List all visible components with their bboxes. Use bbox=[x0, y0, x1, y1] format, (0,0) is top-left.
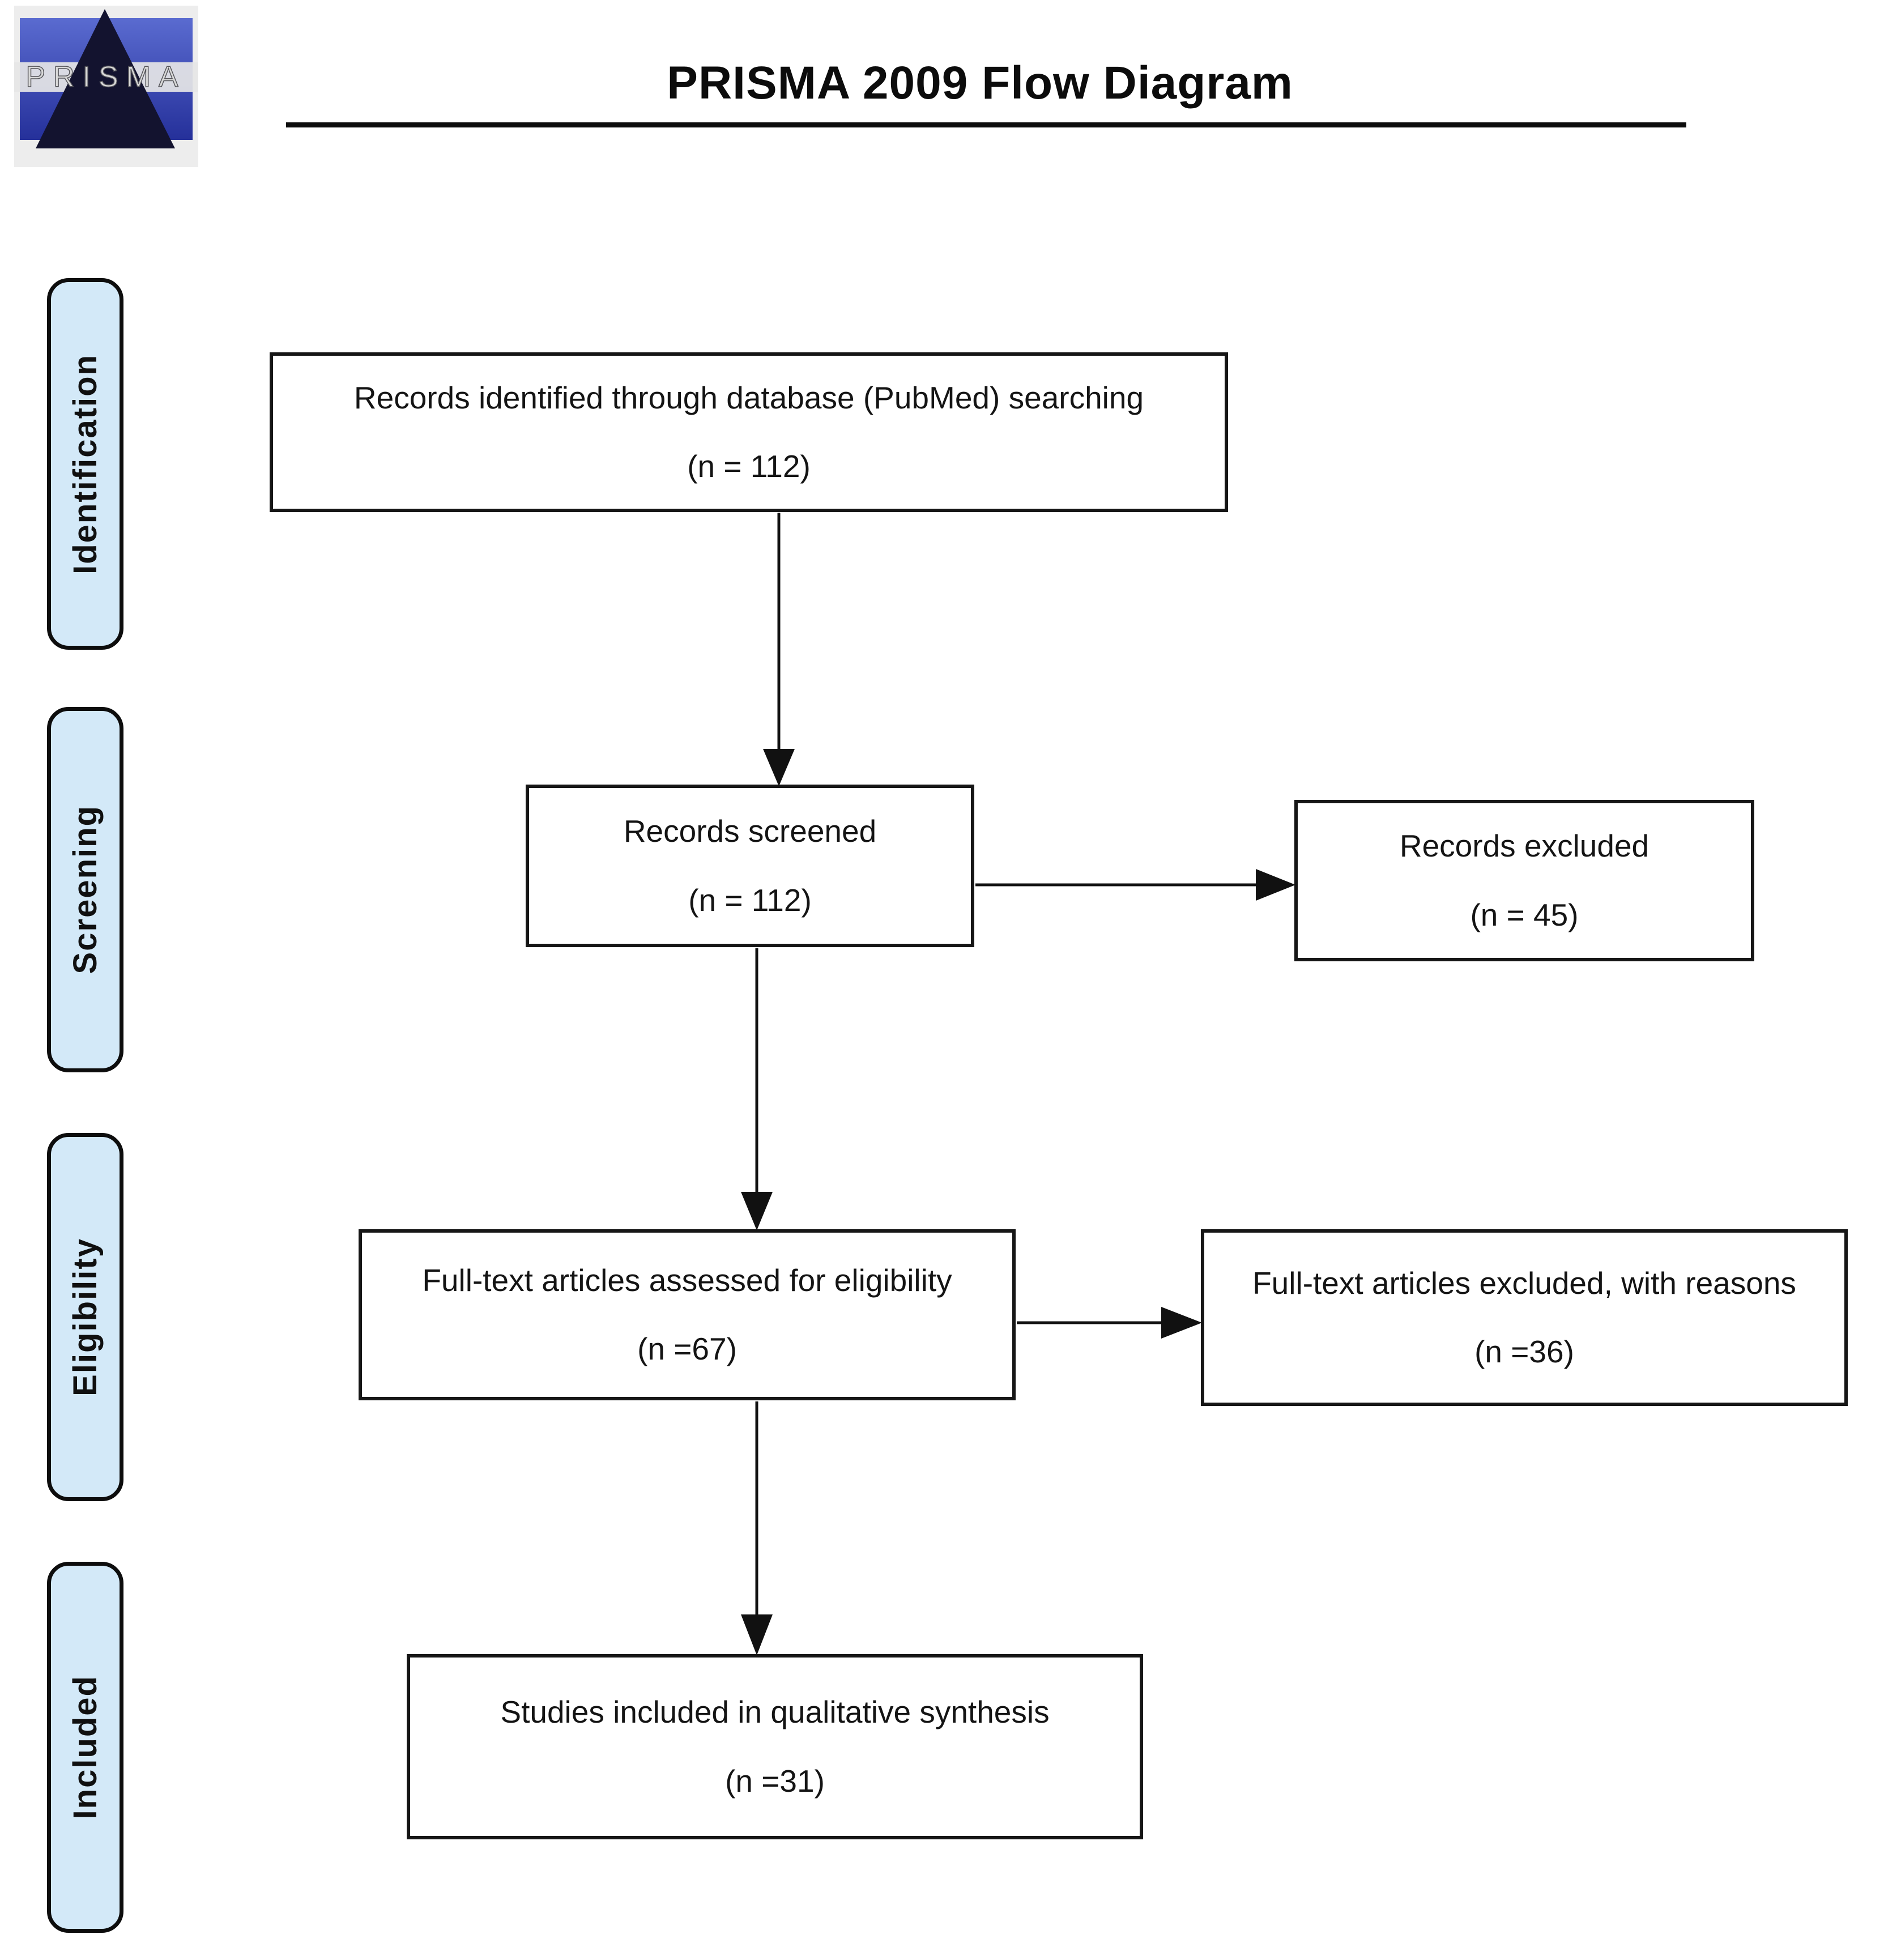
flow-box-records-excluded: Records excluded (n = 45) bbox=[1294, 800, 1754, 961]
prisma-logo-image: PRISMA bbox=[14, 6, 198, 167]
stage-label: Included bbox=[67, 1675, 104, 1820]
logo-triangle-icon bbox=[36, 9, 175, 148]
box-count: (n =36) bbox=[1474, 1334, 1574, 1369]
arrow-screened-to-excluded bbox=[975, 869, 1295, 901]
stage-tab-included: Included bbox=[47, 1562, 123, 1933]
stage-label: Identification bbox=[67, 353, 104, 574]
page-title: PRISMA 2009 Flow Diagram bbox=[667, 57, 1293, 109]
flow-box-studies-included: Studies included in qualitative synthesi… bbox=[407, 1654, 1143, 1839]
title-underline bbox=[286, 122, 1686, 127]
box-line1: Full-text articles excluded, with reason… bbox=[1252, 1265, 1796, 1301]
box-count: (n =67) bbox=[637, 1331, 737, 1366]
flow-box-records-screened: Records screened (n = 112) bbox=[526, 785, 974, 947]
box-count: (n = 112) bbox=[687, 449, 811, 484]
box-line1: Records screened bbox=[623, 813, 877, 849]
box-line1: Full-text articles assessed for eligibil… bbox=[422, 1262, 952, 1298]
box-line1: Records identified through database (Pub… bbox=[353, 380, 1144, 415]
stage-tab-identification: Identification bbox=[47, 278, 123, 650]
box-count: (n =31) bbox=[725, 1763, 825, 1799]
arrow-fulltext-to-included bbox=[741, 1401, 773, 1655]
flow-box-records-identified: Records identified through database (Pub… bbox=[270, 352, 1228, 512]
arrow-screened-to-fulltext bbox=[741, 948, 773, 1230]
flow-box-fulltext-assessed: Full-text articles assessed for eligibil… bbox=[359, 1229, 1016, 1400]
stage-tab-screening: Screening bbox=[47, 707, 123, 1072]
stage-tab-eligibility: Eligibility bbox=[47, 1133, 123, 1501]
arrow-fulltext-to-excluded bbox=[1017, 1307, 1202, 1339]
logo-text: PRISMA bbox=[25, 61, 186, 93]
stage-label: Eligibility bbox=[67, 1238, 104, 1396]
box-count: (n = 45) bbox=[1470, 897, 1579, 932]
stage-label: Screening bbox=[67, 805, 104, 974]
arrow-identified-to-screened bbox=[763, 513, 795, 786]
box-line1: Records excluded bbox=[1399, 828, 1649, 864]
box-line1: Studies included in qualitative synthesi… bbox=[500, 1694, 1050, 1730]
prisma-logo: PRISMA bbox=[14, 6, 198, 167]
flow-box-fulltext-excluded: Full-text articles excluded, with reason… bbox=[1201, 1229, 1848, 1406]
box-count: (n = 112) bbox=[688, 882, 812, 918]
